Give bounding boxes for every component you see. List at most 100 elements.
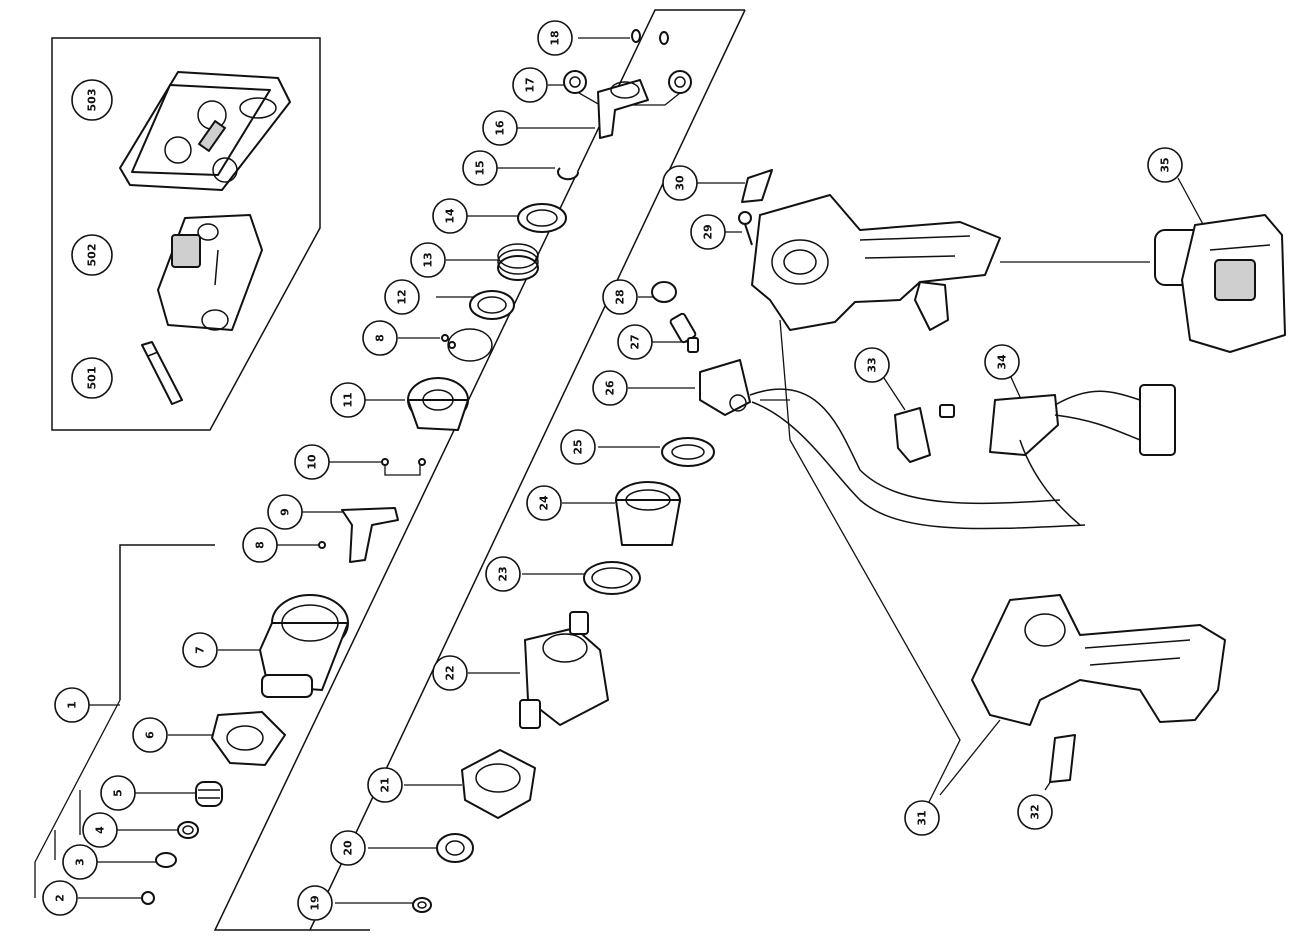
part-17-gear-left [563, 70, 587, 94]
callout-circle [690, 214, 726, 250]
callout-4: 4 [82, 812, 118, 848]
part-10-ball [381, 458, 389, 466]
callout-number: 31 [916, 810, 929, 825]
part-5-sleeve [195, 781, 223, 807]
callout-circle [602, 279, 638, 315]
callout-circle [294, 444, 330, 480]
callout-circle [854, 347, 890, 383]
callout-number: 19 [309, 895, 322, 910]
callout-8a: 8 [242, 527, 278, 563]
part-17-gear-right [668, 70, 692, 94]
part-23-ring [583, 561, 641, 595]
callout-number: 503 [86, 89, 99, 112]
part-18-pin-a [631, 29, 641, 43]
part-4-spring [177, 821, 199, 839]
callout-circle [984, 344, 1020, 380]
part-32-label [1049, 734, 1076, 783]
callout-number: 23 [497, 566, 510, 581]
callout-circle [71, 79, 113, 121]
callout-3: 3 [62, 844, 98, 880]
callout-28: 28 [602, 279, 638, 315]
callout-19: 19 [297, 885, 333, 921]
callout-number: 25 [572, 439, 585, 454]
callout-circle [384, 279, 420, 315]
part-8-balls-upper [441, 328, 493, 362]
callout-12: 12 [384, 279, 420, 315]
callout-32: 32 [1017, 794, 1053, 830]
callout-number: 2 [54, 894, 67, 902]
callout-circle [267, 494, 303, 530]
part-2-washer [141, 891, 155, 905]
part-11-hammer [407, 377, 469, 431]
wire-harness [749, 388, 1086, 530]
callout-number: 24 [538, 495, 551, 511]
motor-parts [412, 169, 773, 913]
callout-25: 25 [560, 429, 596, 465]
callout-number: 4 [94, 826, 107, 834]
callout-number: 29 [702, 224, 715, 239]
callout-circle [100, 775, 136, 811]
callout-circle [592, 370, 628, 406]
callout-30: 30 [662, 165, 698, 201]
callout-number: 10 [306, 454, 319, 470]
callout-circle [242, 527, 278, 563]
part-28-knob [651, 281, 677, 303]
part-29-screw [738, 211, 753, 246]
callout-circle [71, 357, 113, 399]
gear-group-frame [213, 9, 745, 931]
part-34-switch-assembly [939, 384, 1176, 526]
accessory-box-frame [51, 37, 321, 431]
part-3-ring [155, 852, 177, 868]
callout-8b: 8 [362, 320, 398, 356]
callout-circle [182, 632, 218, 668]
callout-circle [362, 320, 398, 356]
callout-circle [330, 830, 366, 866]
callout-number: 17 [524, 77, 537, 92]
callout-circle [662, 165, 698, 201]
callout-circle [410, 242, 446, 278]
part-21-gear-case [461, 749, 536, 819]
callout-circle [1147, 147, 1183, 183]
callout-22: 22 [432, 655, 468, 691]
callout-number: 27 [629, 334, 642, 349]
callout-number: 8 [254, 541, 267, 549]
callout-number: 22 [444, 665, 457, 680]
housing-right-half [751, 194, 1001, 331]
callout-number: 14 [444, 208, 457, 224]
callout-5: 5 [100, 775, 136, 811]
callout-26: 26 [592, 370, 628, 406]
part-22-motor [519, 611, 609, 729]
callout-503: 503 [71, 79, 113, 121]
accessory-parts [119, 71, 291, 405]
callout-number: 12 [396, 289, 409, 304]
part-30-label [741, 169, 773, 203]
callout-circle [485, 556, 521, 592]
part-6-cap [211, 711, 286, 766]
part-9-anvil [341, 507, 399, 563]
callout-16: 16 [482, 110, 518, 146]
callout-9: 9 [267, 494, 303, 530]
callout-number: 26 [604, 380, 617, 396]
callout-10: 10 [294, 444, 330, 480]
callout-circle [71, 234, 113, 276]
callout-number: 1 [66, 701, 79, 709]
part-7-front-case [259, 594, 349, 698]
callout-13: 13 [410, 242, 446, 278]
callout-number: 30 [674, 175, 687, 191]
callout-number: 16 [494, 120, 507, 136]
part-10-ball-b [418, 458, 426, 466]
callout-number: 20 [342, 840, 355, 856]
callout-33: 33 [854, 347, 890, 383]
part-13-spring [497, 243, 539, 281]
callout-circle [462, 150, 498, 186]
callout-circle [537, 20, 573, 56]
callout-2: 2 [42, 880, 78, 916]
part-502-bit-holder [157, 214, 263, 331]
callout-circle [617, 324, 653, 360]
callout-number: 32 [1029, 804, 1042, 819]
part-16-spindle [597, 79, 649, 139]
callout-31: 31 [904, 800, 940, 836]
callout-number: 35 [1159, 157, 1172, 172]
callout-27: 27 [617, 324, 653, 360]
callout-number: 34 [996, 354, 1009, 370]
